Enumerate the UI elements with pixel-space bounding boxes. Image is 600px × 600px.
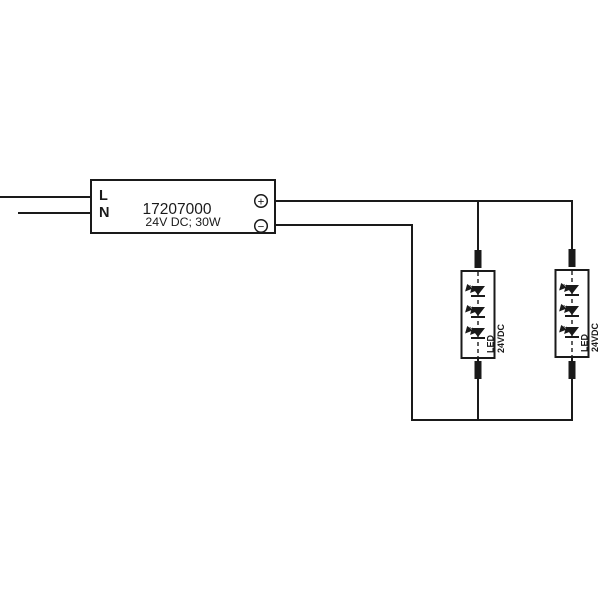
negative-wire [268,224,573,421]
bottom-contact [474,361,482,379]
top-contact [568,249,576,267]
module-label: LED [486,334,496,353]
positive-terminal: + [253,193,269,209]
bottom-contact [568,361,576,379]
module-voltage: 24VDC [496,323,506,353]
top-contact [474,250,482,268]
plus-terminal-label: + [258,196,265,208]
terminal-label-l: L [99,188,108,204]
positive-wire [267,200,573,251]
led-module: LED 24VDC [460,250,506,420]
module-voltage: 24VDC [590,322,600,352]
plus-terminal-circle [253,193,269,209]
power-supply-box [90,179,276,234]
minus-terminal-circle [253,218,269,234]
led-module: LED 24VDC [554,249,600,420]
psu-part-number: 17207000 [143,201,212,218]
terminal-label-n: N [99,205,109,221]
minus-terminal-label: − [258,221,265,233]
negative-terminal: − [253,218,269,234]
module-label: LED [580,333,590,352]
power-supply: L N 17207000 24V DC; 30W + − [90,179,276,234]
psu-spec: 24V DC; 30W [145,215,221,229]
